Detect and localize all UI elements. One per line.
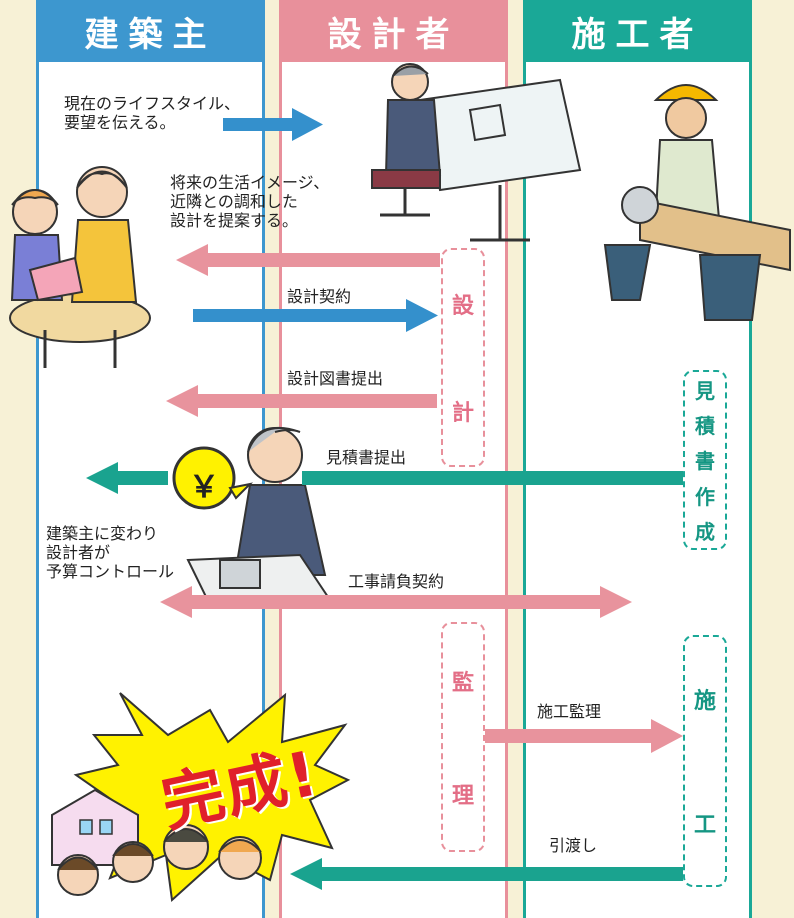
arrow-submit-estimate [86, 462, 683, 494]
construction-contract-label: 工事請負契約 [348, 572, 445, 591]
submit-drawings-label: 設計図書提出 [287, 369, 384, 388]
arrow-propose-design [176, 244, 440, 276]
owner-lane-header: 建築主 [36, 0, 265, 62]
estimate-phase-box: 見積書作成 [683, 370, 727, 550]
arrow-supervision [483, 719, 683, 753]
construction-phase-box: 施工 [683, 635, 727, 887]
supervision-phase-box: 監理 [441, 622, 485, 852]
design-contract-label: 設計契約 [287, 287, 352, 306]
builder-lane-header: 施工者 [523, 0, 752, 62]
arrow-construction-contract [160, 586, 632, 618]
supervision-label: 施工監理 [537, 702, 602, 721]
designer-lane-header: 設計者 [279, 0, 508, 62]
arrow-convey-request [223, 108, 323, 141]
convey-request-label: 現在のライフスタイル、要望を伝える。 [64, 94, 241, 132]
happy-family-illustration [51, 788, 262, 896]
budget-designer-illustration [172, 427, 332, 607]
budget-control-label: 建築主に変わり設計者が予算コントロール [46, 524, 175, 581]
arrow-submit-drawings [166, 385, 437, 417]
builder-illustration [603, 84, 791, 321]
design-phase-box: 設計 [441, 248, 485, 467]
arrow-handover [290, 858, 683, 890]
propose-design-label: 将来の生活イメージ、近隣との調和した設計を提案する。 [170, 173, 330, 230]
submit-estimate-label: 見積書提出 [326, 448, 407, 467]
handover-label: 引渡し [549, 836, 598, 855]
yen-symbol: ￥ [189, 470, 219, 505]
designer-illustration [371, 63, 582, 242]
family-illustration [9, 166, 151, 368]
arrow-design-contract [193, 299, 438, 332]
yen-badge [172, 446, 236, 510]
